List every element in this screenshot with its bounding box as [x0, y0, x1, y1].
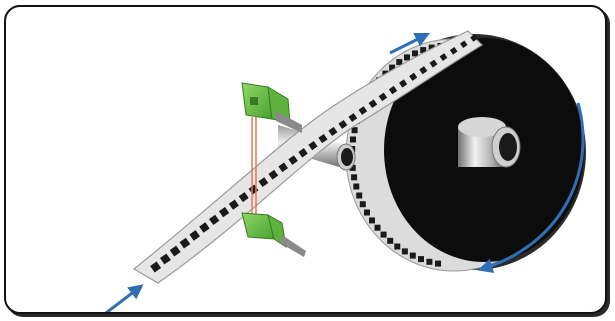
tape-pocket	[460, 40, 468, 49]
rim-pocket	[359, 201, 366, 208]
tape-pocket	[429, 59, 438, 68]
rim-pocket	[418, 256, 424, 263]
tape-pocket	[199, 222, 210, 233]
tape-pocket	[298, 148, 308, 158]
tape-pocket	[470, 34, 478, 42]
tape-pocket	[388, 85, 398, 95]
rim-pocket	[387, 237, 394, 244]
tape-pocket	[159, 253, 171, 265]
tape-pocket	[278, 162, 289, 173]
tape-pocket	[218, 206, 230, 218]
rim-pocket	[349, 164, 356, 171]
rim-pocket	[409, 252, 416, 259]
rim-pocket	[374, 224, 381, 231]
rim-pocket	[380, 231, 387, 238]
tape-pocket	[328, 126, 338, 136]
rim-pocket	[428, 44, 435, 51]
rim-pocket	[401, 248, 408, 255]
tape-pocket	[238, 192, 249, 203]
tape-pocket	[308, 141, 318, 151]
rim-pocket	[412, 50, 418, 57]
sensor-beam	[251, 117, 257, 215]
illustration-frame	[4, 5, 607, 314]
rim-pocket	[364, 209, 370, 216]
rim-pocket	[394, 243, 401, 250]
rim-pocket	[351, 127, 358, 134]
tape-pocket	[228, 199, 239, 210]
lower-sensor	[241, 212, 306, 257]
tape-pocket	[189, 230, 200, 241]
tape-pocket	[409, 72, 418, 81]
tape-pocket	[439, 53, 448, 61]
tape-pocket	[209, 214, 220, 226]
rim-pocket	[369, 217, 375, 224]
tape-pocket	[179, 237, 191, 249]
tape-pocket	[449, 46, 458, 55]
reel-hub	[458, 117, 521, 168]
rim-pocket	[350, 136, 356, 143]
rim-pocket	[356, 192, 363, 199]
tape-pockets	[150, 34, 478, 273]
rim-pocket	[435, 260, 441, 267]
tape-pocket	[268, 169, 279, 180]
rim-pocket	[351, 174, 358, 181]
rim-pocket	[404, 54, 410, 61]
rim-pocket	[396, 59, 403, 66]
blue-arrow-icon	[105, 284, 144, 312]
upper-sensor	[241, 82, 302, 133]
tape-pocket	[378, 92, 388, 102]
rotation-arrow-icon	[477, 102, 585, 274]
tape-pocket	[318, 133, 328, 144]
tape-pocket	[368, 99, 378, 109]
tape-pocket	[150, 261, 162, 273]
blue-arrow-icon	[389, 32, 431, 55]
rim-pocket	[353, 183, 360, 190]
tape-pocket	[169, 245, 181, 257]
tape-pocket	[288, 155, 298, 165]
tape-pocket	[338, 119, 348, 129]
tape-pocket	[358, 106, 368, 115]
tape-pocket	[419, 66, 428, 75]
rim-pocket	[420, 47, 427, 54]
tape-pocket	[348, 113, 358, 122]
tape-reel-illustration	[105, 30, 586, 312]
rim-pocket	[426, 258, 433, 265]
rim-pocket	[389, 64, 396, 71]
tape-pocket	[398, 79, 408, 88]
tape-pocket	[258, 177, 269, 187]
